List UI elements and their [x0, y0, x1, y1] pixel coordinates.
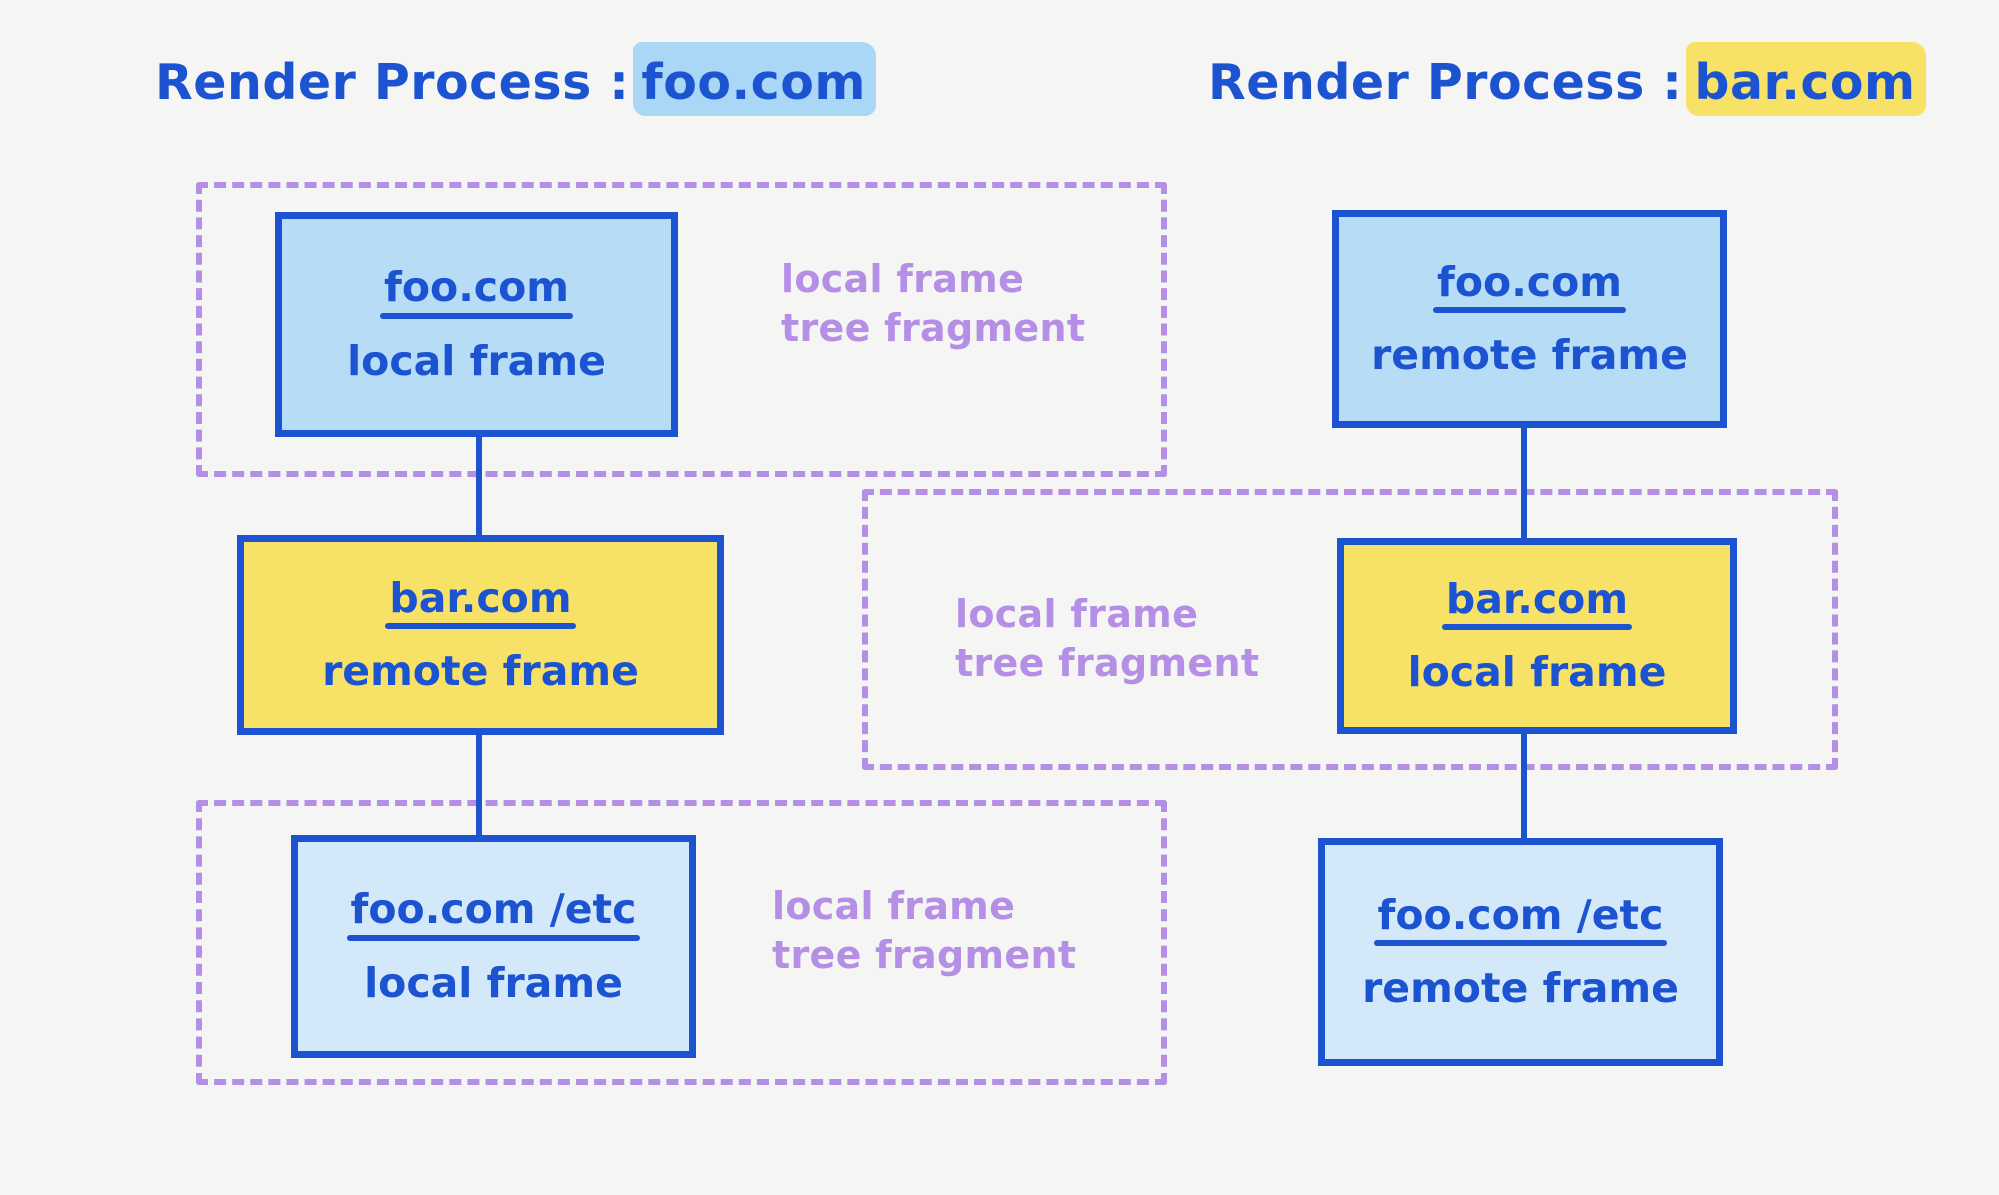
frame-origin-left-foo: foo.com [380, 266, 573, 319]
frame-node-left-bar[interactable]: bar.com remote frame [237, 535, 724, 735]
render-process-title-foo-value: foo.com [641, 54, 866, 111]
frame-origin-left-fooetc: foo.com /etc [346, 888, 641, 941]
frame-kind-right-bar: local frame [1407, 648, 1667, 696]
frame-kind-right-foo: remote frame [1371, 331, 1688, 379]
fragment-region-right-middle [862, 489, 1838, 770]
frame-origin-left-bar: bar.com [385, 576, 576, 630]
fragment-label-right-middle: local frame tree fragment [955, 592, 1260, 685]
highlight-foo-com: foo.com [633, 42, 876, 116]
render-process-title-bar-value: bar.com [1694, 54, 1916, 111]
render-process-title-foo: Render Process : foo.com [155, 42, 876, 116]
highlight-bar-com: bar.com [1686, 42, 1926, 116]
frame-kind-right-fooetc: remote frame [1362, 964, 1679, 1012]
fragment-region-left-bottom [196, 800, 1167, 1085]
frame-kind-left-foo: local frame [347, 336, 606, 385]
frame-origin-right-bar: bar.com [1441, 577, 1633, 631]
connector-left-foo-to-bar [476, 434, 482, 539]
frame-origin-right-foo: foo.com [1433, 260, 1626, 314]
connector-right-bar-to-fooetc [1521, 732, 1527, 842]
connector-right-foo-to-bar [1521, 425, 1527, 540]
frame-kind-left-fooetc: local frame [364, 958, 623, 1007]
render-process-title-bar-lead: Render Process : [1208, 54, 1683, 111]
frame-node-right-fooetc[interactable]: foo.com /etc remote frame [1318, 838, 1723, 1066]
connector-left-bar-to-fooetc [476, 730, 482, 840]
fragment-region-left-top [196, 182, 1167, 477]
frame-origin-right-fooetc: foo.com /etc [1373, 893, 1668, 947]
render-process-title-bar: Render Process : bar.com [1208, 42, 1926, 116]
frame-kind-left-bar: remote frame [322, 647, 639, 695]
frame-node-left-foo[interactable]: foo.com local frame [275, 212, 678, 437]
frame-node-right-bar[interactable]: bar.com local frame [1337, 538, 1737, 734]
frame-node-right-foo[interactable]: foo.com remote frame [1332, 210, 1727, 428]
frame-node-left-fooetc[interactable]: foo.com /etc local frame [291, 835, 696, 1058]
fragment-label-left-bottom: local frame tree fragment [772, 884, 1077, 977]
render-process-title-foo-lead: Render Process : [155, 54, 630, 111]
fragment-label-left-top: local frame tree fragment [781, 257, 1086, 350]
